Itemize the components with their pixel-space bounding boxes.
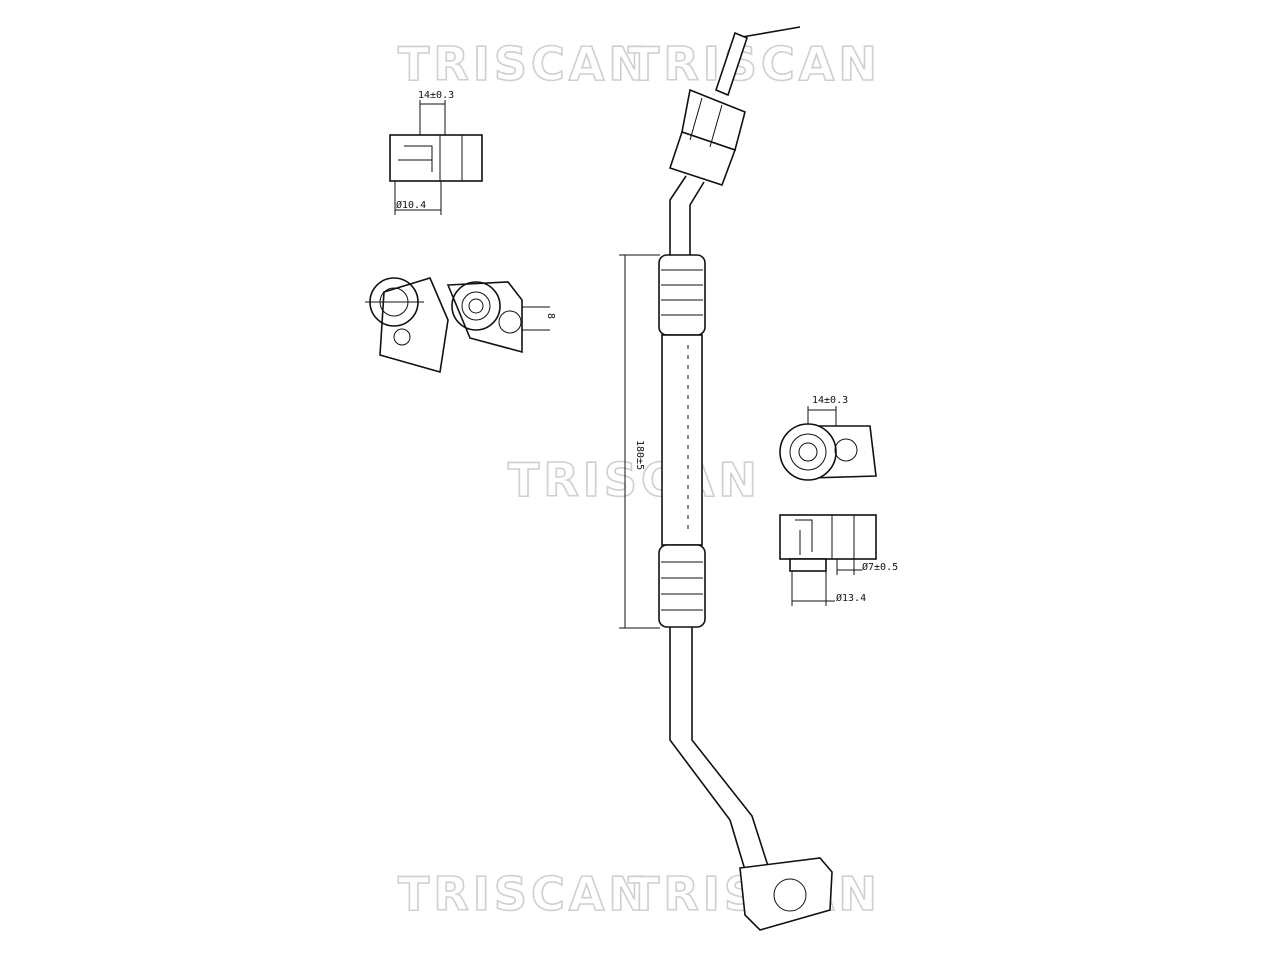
right-detail-width-dimension: 14±0.3 [812,395,848,406]
banjo-top-view-detail: 14±0.3 [779,395,877,481]
side-view-thickness-dimension: 8 [545,313,556,319]
banjo-section-detail: Ø7±0.5 Ø13.4 [779,514,898,606]
top-detail-width-dimension: 14±0.3 [418,90,454,101]
brake-hose: 180±5 [619,26,833,931]
hose-length-dimension: 180±5 [634,440,645,470]
top-fitting-section-detail: 14±0.3 Ø10.4 [389,90,483,215]
watermark-center: TRISCAN [508,453,761,507]
right-large-diameter-dimension: Ø13.4 [836,592,866,604]
right-small-diameter-dimension: Ø7±0.5 [862,561,898,573]
top-detail-diameter-dimension: Ø10.4 [396,199,426,211]
watermark-bottom: TRISCAN [398,867,651,921]
watermark-top: TRISCAN [398,37,651,91]
watermark-top-overlap: TRISCAN [628,37,881,91]
fitting-side-view-detail: 8 [365,277,556,374]
